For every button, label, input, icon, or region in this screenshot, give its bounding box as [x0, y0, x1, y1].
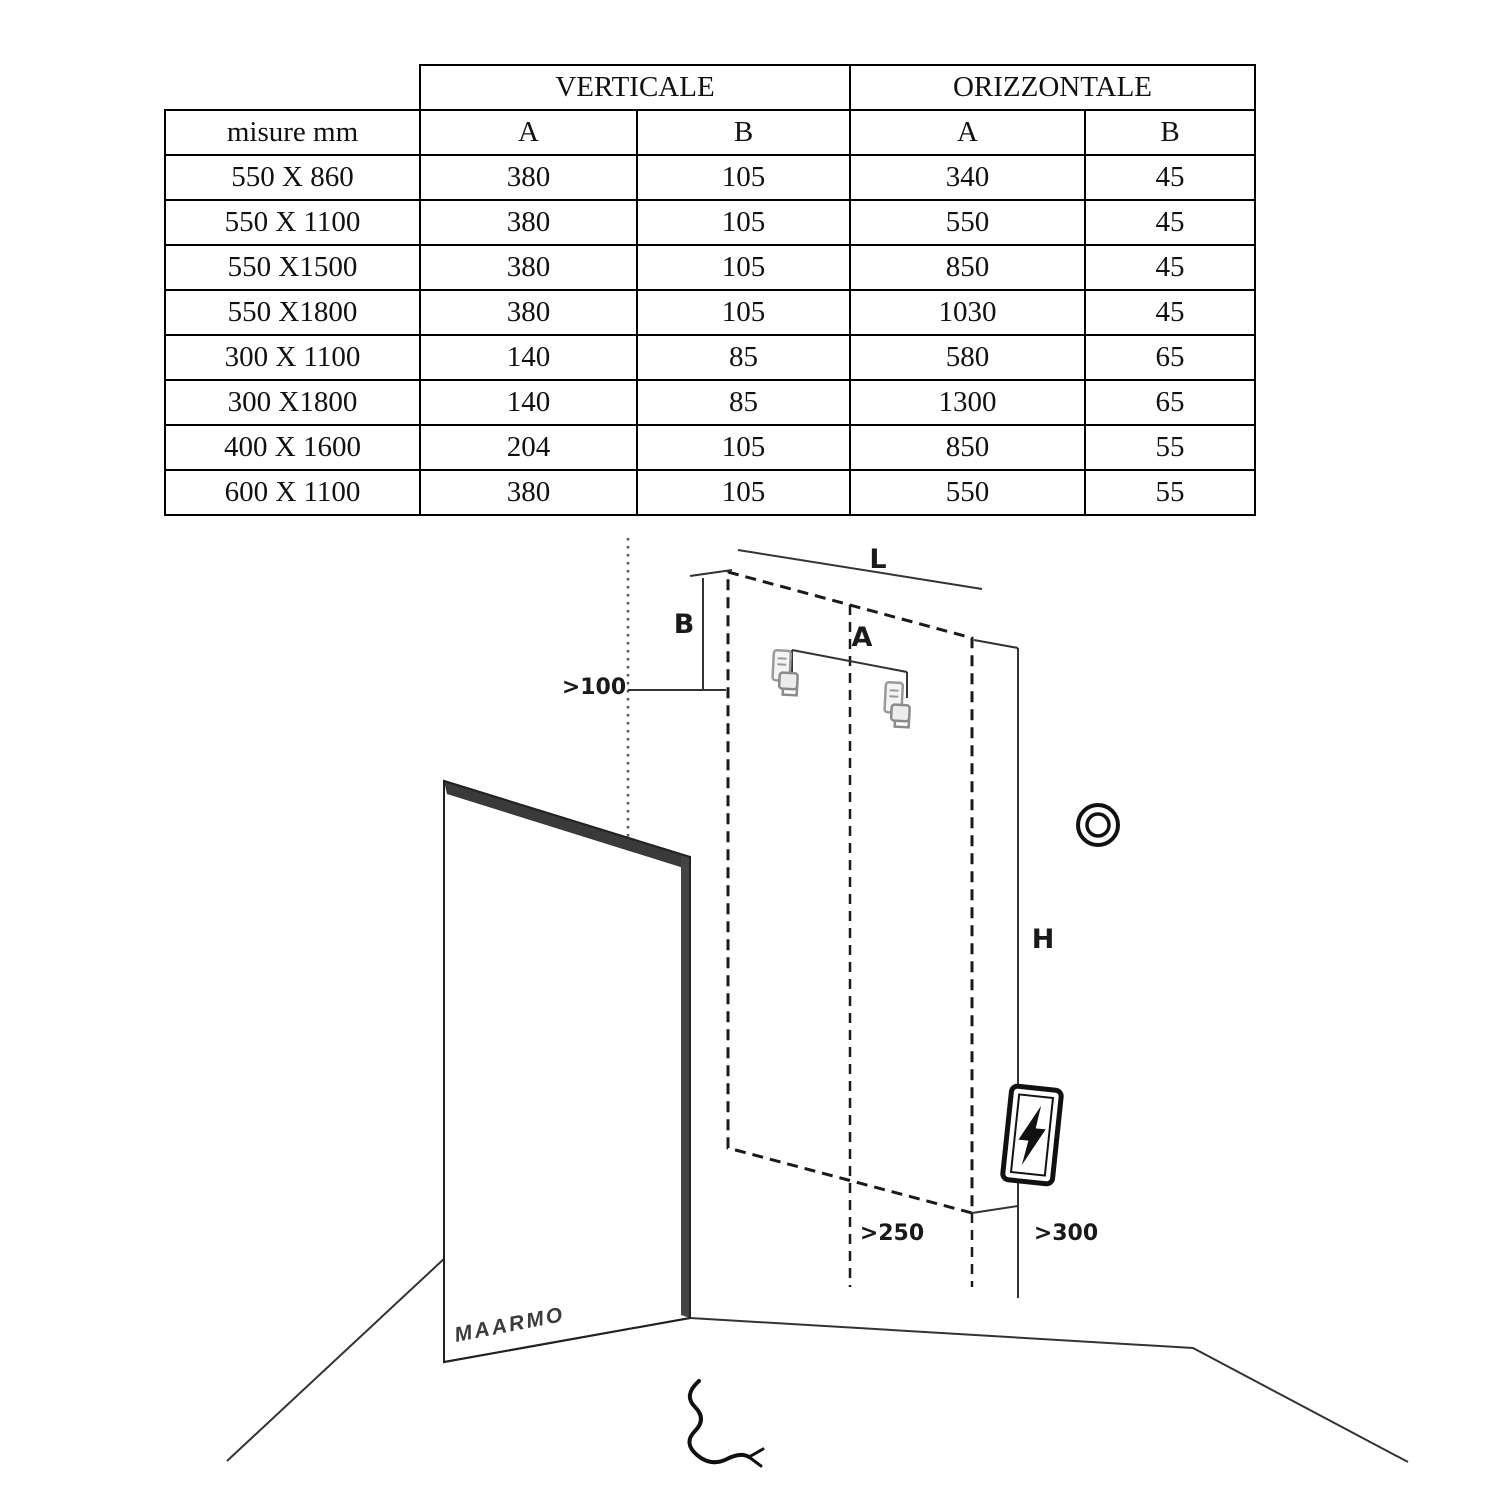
cell-vb: 85: [636, 334, 851, 381]
cell-ob: 45: [1084, 244, 1256, 291]
wall-fixing-icon: [1076, 803, 1120, 847]
socket-offset-label: >300: [1034, 1221, 1098, 1246]
cell-oa: 580: [849, 334, 1086, 381]
cell-vb: 105: [636, 289, 851, 336]
cell-size: 300 X1800: [164, 379, 421, 426]
dim-line-A: [791, 649, 908, 673]
cell-oa: 850: [849, 244, 1086, 291]
cell-vb: 105: [636, 424, 851, 471]
panel-right-edge: [681, 854, 690, 1318]
table-row: 550 X 860 380 105 340 45: [164, 154, 1256, 201]
cell-va: 380: [419, 154, 638, 201]
cell-ob: 55: [1084, 424, 1256, 471]
dim-tick-B: [689, 569, 733, 577]
floor-line-right: [689, 1317, 1409, 1463]
wall-edge-connector-top: [973, 639, 1019, 649]
table-group-header-row: VERTICALE ORIZZONTALE: [165, 64, 1256, 111]
cell-ob: 65: [1084, 379, 1256, 426]
cell-va: 380: [419, 469, 638, 516]
cell-oa: 550: [849, 199, 1086, 246]
cell-size: 300 X 1100: [164, 334, 421, 381]
mounting-bracket-icon: [770, 648, 801, 697]
table-row: 400 X 1600 204 105 850 55: [164, 424, 1256, 471]
dimension-table: VERTICALE ORIZZONTALE misure mm A B A B …: [164, 64, 1256, 516]
cell-oa: 550: [849, 469, 1086, 516]
table-row: 300 X 1100 140 85 580 65: [164, 334, 1256, 381]
cell-va: 140: [419, 379, 638, 426]
cell-va: 140: [419, 334, 638, 381]
dim-label-A: A: [852, 622, 873, 653]
cell-size: 550 X 1100: [164, 199, 421, 246]
cell-size: 600 X 1100: [164, 469, 421, 516]
floor-offset-label: >250: [860, 1221, 924, 1246]
floor-line-left: [226, 1256, 447, 1462]
group-header-orizzontale: ORIZZONTALE: [849, 64, 1256, 111]
cell-ob: 55: [1084, 469, 1256, 516]
table-row: 550 X1500 380 105 850 45: [164, 244, 1256, 291]
cell-oa: 340: [849, 154, 1086, 201]
cell-vb: 105: [636, 154, 851, 201]
dim-label-H: H: [1032, 924, 1055, 955]
cell-va: 380: [419, 289, 638, 336]
group-header-verticale: VERTICALE: [419, 64, 851, 111]
cell-vb: 85: [636, 379, 851, 426]
col-header-vert-a: A: [419, 109, 638, 156]
panel-top-edge: [444, 781, 690, 870]
cell-size: 550 X1800: [164, 289, 421, 336]
wall-edge-connector-bottom: [971, 1205, 1019, 1214]
heating-panel: MAARMO: [443, 779, 691, 1364]
cell-vb: 105: [636, 199, 851, 246]
cell-oa: 1300: [849, 379, 1086, 426]
cell-va: 204: [419, 424, 638, 471]
col-header-oriz-a: A: [849, 109, 1086, 156]
cell-oa: 850: [849, 424, 1086, 471]
cell-size: 550 X 860: [164, 154, 421, 201]
table-row: 600 X 1100 380 105 550 55: [164, 469, 1256, 516]
cell-vb: 105: [636, 244, 851, 291]
cell-ob: 45: [1084, 289, 1256, 336]
power-cord: [687, 1379, 765, 1468]
power-socket-icon: [1000, 1083, 1064, 1187]
dim-label-L: L: [869, 544, 886, 575]
table-row: 550 X 1100 380 105 550 45: [164, 199, 1256, 246]
cell-size: 400 X 1600: [164, 424, 421, 471]
col-header-oriz-b: B: [1084, 109, 1256, 156]
table-row: 300 X1800 140 85 1300 65: [164, 379, 1256, 426]
installation-diagram: >100 L B A H: [226, 538, 1409, 1468]
dim-label-B: B: [674, 609, 695, 640]
cell-ob: 65: [1084, 334, 1256, 381]
cell-ob: 45: [1084, 154, 1256, 201]
cell-ob: 45: [1084, 199, 1256, 246]
table-column-header-row: misure mm A B A B: [164, 109, 1256, 156]
dim-line-L: [737, 549, 983, 590]
panel-outline-dashed: [726, 570, 974, 1215]
wall-offset-label: >100: [562, 675, 626, 700]
col-header-vert-b: B: [636, 109, 851, 156]
col-header-size: misure mm: [164, 109, 421, 156]
cell-va: 380: [419, 244, 638, 291]
cell-oa: 1030: [849, 289, 1086, 336]
cell-vb: 105: [636, 469, 851, 516]
cell-va: 380: [419, 199, 638, 246]
cell-size: 550 X1500: [164, 244, 421, 291]
table-row: 550 X1800 380 105 1030 45: [164, 289, 1256, 336]
table-corner-blank: [165, 65, 420, 110]
